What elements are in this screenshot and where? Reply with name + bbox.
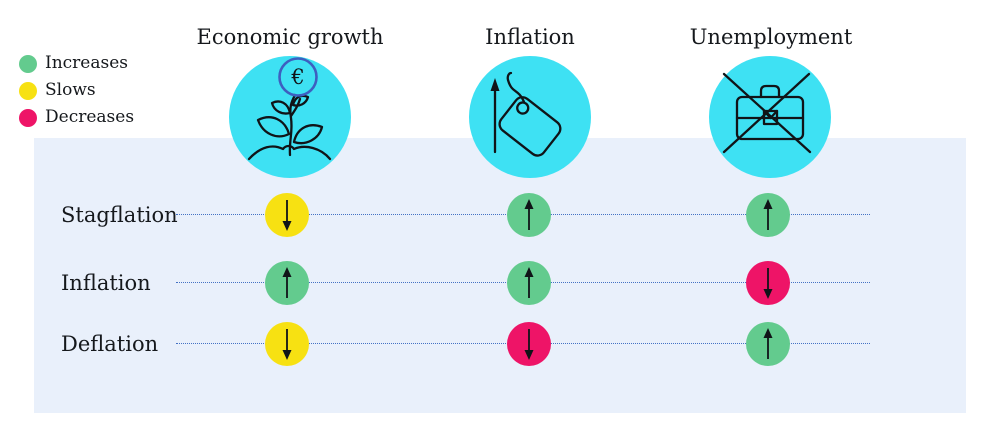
column-header-economic-growth: Economic growth (196, 25, 384, 49)
legend: Increases Slows Decreases (19, 50, 134, 131)
row-inflation: Inflation (0, 261, 999, 305)
arrow-down-icon (763, 268, 773, 299)
arrow-up-icon (763, 328, 773, 359)
row-stagflation: Stagflation (0, 193, 999, 237)
legend-item-decreases: Decreases (19, 104, 134, 131)
euro-symbol: € (290, 65, 304, 89)
arrow-up-icon (763, 199, 773, 230)
trend-circle-increases (746, 193, 790, 237)
euro-coin-icon (278, 57, 318, 97)
trend-circle-increases (265, 261, 309, 305)
arrow-down-icon (282, 200, 292, 231)
trend-circle-decreases (746, 261, 790, 305)
row-label: Stagflation (61, 203, 178, 227)
legend-item-increases: Increases (19, 50, 134, 77)
legend-label: Slows (45, 80, 96, 100)
arrow-up-icon (524, 267, 534, 298)
arrow-down-icon (282, 329, 292, 360)
column-header-inflation: Inflation (485, 25, 575, 49)
arrow-up-icon (282, 267, 292, 298)
trend-circle-slows (265, 322, 309, 366)
crossed-briefcase-icon (722, 72, 812, 154)
row-deflation: Deflation (0, 322, 999, 366)
plant-euro-icon: € (247, 57, 332, 161)
row-label: Inflation (61, 271, 151, 295)
decreases-dot-icon (19, 108, 37, 127)
trend-circle-increases (746, 322, 790, 366)
legend-item-slows: Slows (19, 77, 134, 104)
economic-growth-circle: € (229, 56, 351, 178)
legend-label: Decreases (45, 107, 135, 127)
legend-label: Increases (45, 53, 129, 73)
slows-dot-icon (19, 81, 37, 100)
arrow-up-icon (524, 199, 534, 230)
price-tag-rising-icon (490, 71, 562, 157)
trend-circle-increases (507, 193, 551, 237)
unemployment-circle (709, 56, 831, 178)
increases-dot-icon (19, 54, 37, 73)
trend-circle-slows (265, 193, 309, 237)
arrow-down-icon (524, 329, 534, 360)
table-background-panel (34, 138, 966, 413)
row-label: Deflation (61, 332, 159, 356)
trend-circle-decreases (507, 322, 551, 366)
trend-circle-increases (507, 261, 551, 305)
column-header-unemployment: Unemployment (689, 25, 853, 49)
inflation-circle (469, 56, 591, 178)
